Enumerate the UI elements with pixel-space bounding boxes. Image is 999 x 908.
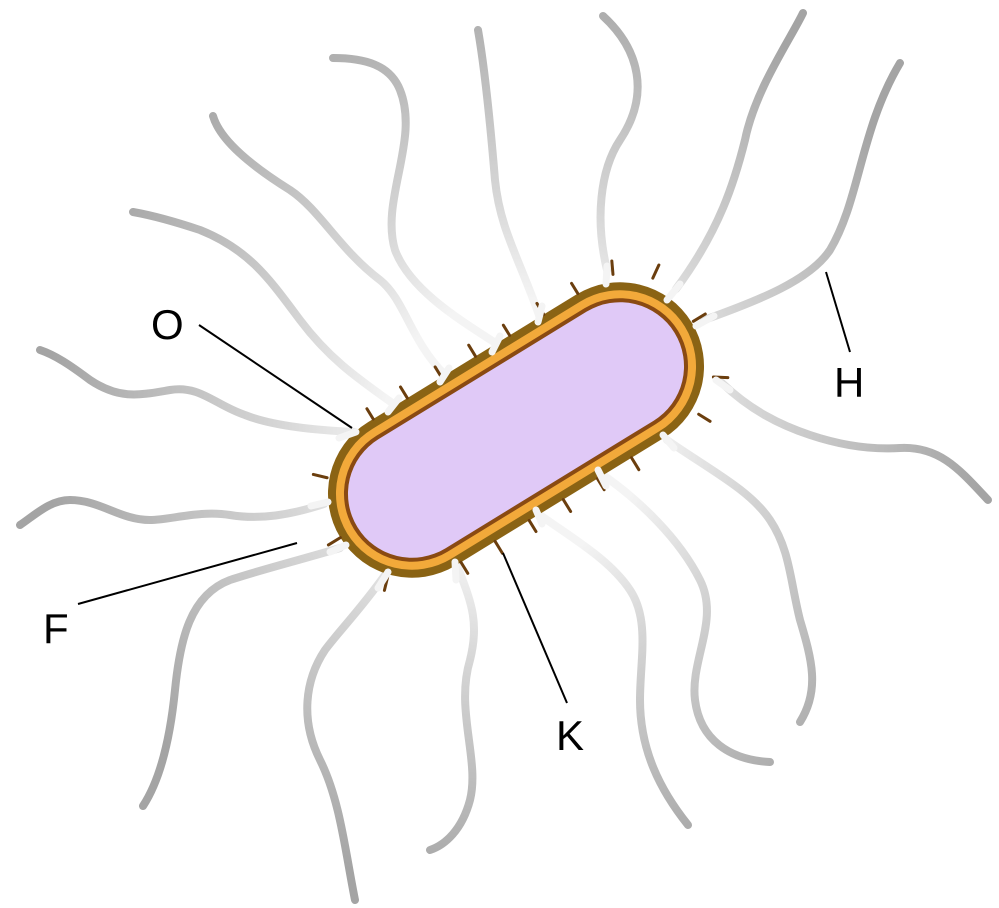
flagellum: [601, 16, 638, 270]
flagellum: [540, 515, 688, 825]
leader-line-k: [503, 553, 567, 703]
label-f: F: [43, 605, 69, 652]
label-o: O: [151, 301, 184, 348]
flagellum: [667, 440, 812, 722]
label-k: K: [556, 712, 584, 759]
flagellum: [307, 575, 385, 900]
label-h: H: [834, 359, 864, 406]
flagella: [213, 116, 445, 375]
flagellum: [430, 565, 474, 850]
leader-line-o: [199, 325, 352, 428]
flagellum: [40, 350, 355, 432]
flagellum: [600, 473, 770, 762]
flagellum: [676, 13, 803, 289]
leader-line-h: [826, 272, 850, 352]
flagellum: [333, 58, 497, 344]
flagellum: [478, 30, 540, 318]
flagellum: [20, 500, 324, 525]
